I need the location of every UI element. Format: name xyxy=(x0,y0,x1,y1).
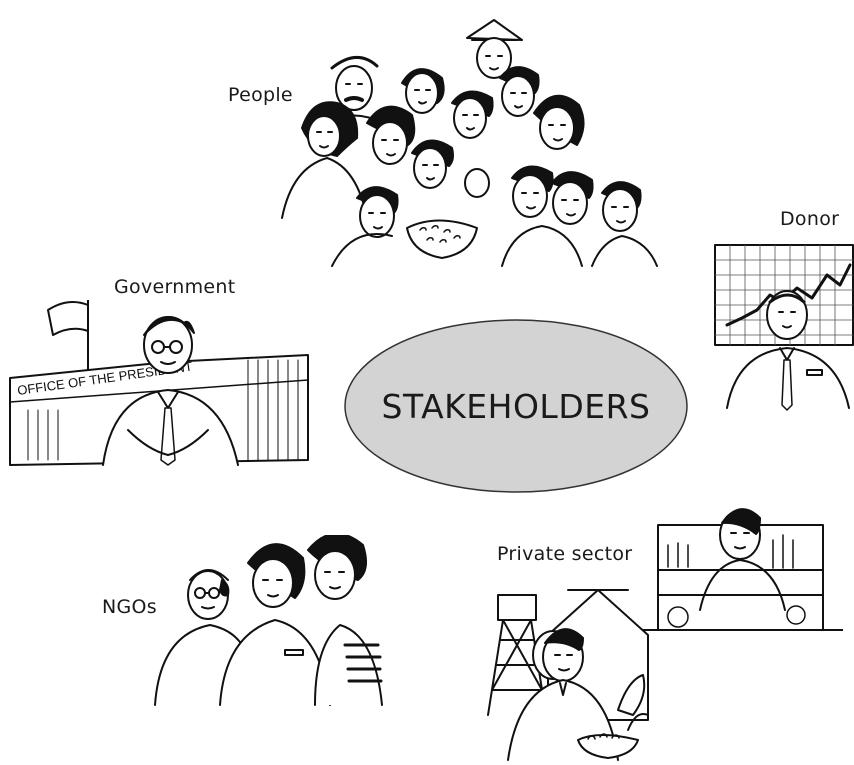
government-official-illustration: OFFICE OF THE PRESIDENT xyxy=(8,300,328,470)
crowd-of-people-illustration xyxy=(272,18,672,268)
label-ngos: NGOs xyxy=(102,596,157,618)
center-ellipse xyxy=(344,319,688,493)
stakeholders-node: STAKEHOLDERS xyxy=(343,318,689,494)
label-private-sector: Private sector xyxy=(497,543,633,565)
ngo-workers-illustration xyxy=(150,535,385,710)
private-sector-illustration xyxy=(478,495,843,765)
label-donor: Donor xyxy=(780,208,840,230)
center-label: STAKEHOLDERS xyxy=(381,386,651,426)
donor-with-chart-illustration xyxy=(712,240,854,415)
label-people: People xyxy=(228,84,293,106)
label-government: Government xyxy=(114,276,236,298)
